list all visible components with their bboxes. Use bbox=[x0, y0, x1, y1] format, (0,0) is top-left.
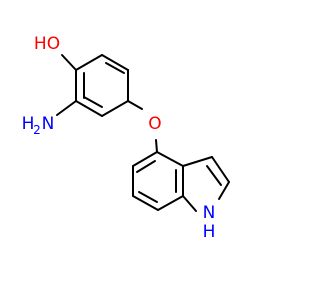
amine-subscript-label: 2 bbox=[33, 123, 41, 137]
amine-n-label: N bbox=[42, 114, 55, 134]
bond bbox=[182, 195, 197, 212]
bond-ether-to-indole bbox=[155, 139, 158, 153]
bond-to-hydroxyl bbox=[61, 54, 77, 71]
bond bbox=[132, 195, 159, 211]
bond bbox=[132, 151, 158, 167]
indole-pyrrole-ring bbox=[182, 156, 230, 212]
indole-benzene-ring bbox=[132, 151, 184, 211]
bond-to-amine bbox=[56, 100, 77, 116]
bond bbox=[182, 156, 213, 167]
bond bbox=[105, 62, 125, 74]
bond bbox=[206, 165, 222, 186]
bond bbox=[75, 100, 103, 117]
hydroxyl-label: HO bbox=[34, 34, 60, 54]
bond bbox=[218, 181, 230, 200]
bond bbox=[75, 54, 103, 71]
bond bbox=[157, 195, 184, 211]
bond bbox=[136, 160, 156, 173]
indole-h-label: H bbox=[203, 222, 216, 242]
bond bbox=[83, 96, 103, 108]
amine-h-label: H bbox=[22, 114, 35, 134]
indole-n-label: N bbox=[203, 203, 216, 223]
amine-label: H 2 N bbox=[22, 114, 55, 137]
bond bbox=[101, 54, 129, 71]
indole-nh-label: N H bbox=[203, 203, 216, 242]
bond bbox=[156, 151, 184, 167]
bond-to-ether-oxygen bbox=[127, 100, 143, 110]
ether-oxygen-label: O bbox=[148, 114, 161, 134]
phenol-ring bbox=[75, 54, 129, 117]
bond bbox=[211, 156, 230, 183]
bond bbox=[138, 191, 158, 203]
molecule-structure: HO H 2 N O N H bbox=[22, 34, 230, 242]
bond bbox=[101, 100, 129, 117]
